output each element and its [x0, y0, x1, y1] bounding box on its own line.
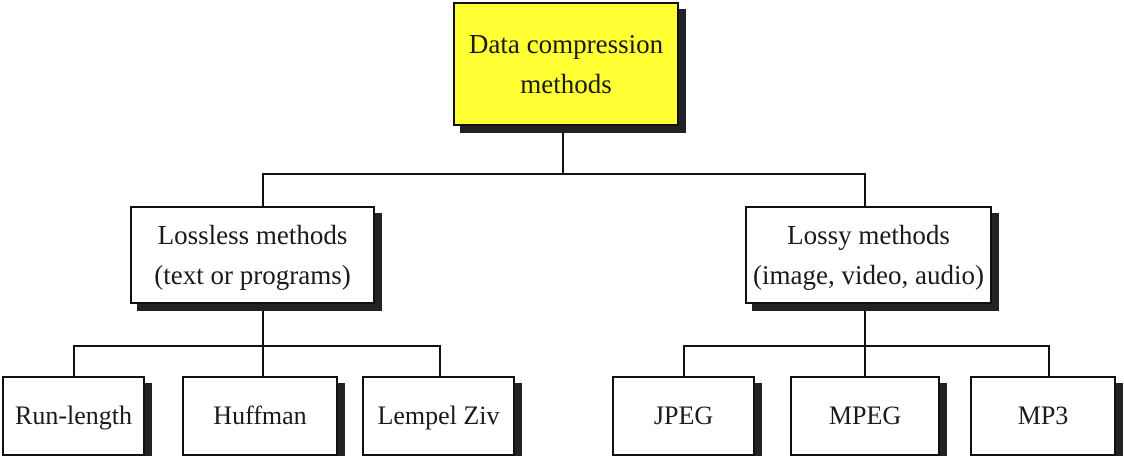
- huffman-node: Huffman: [182, 376, 338, 456]
- jpeg-label: JPEG: [653, 401, 714, 430]
- run-length-label: Run-length: [15, 401, 132, 430]
- lossy-methods-label: Lossy methods (image, video, audio): [753, 220, 984, 290]
- mp3-drop-line: [1048, 345, 1050, 377]
- lempel-ziv-node: Lempel Ziv: [362, 376, 515, 456]
- lossless-methods-node: Lossless methods (text or programs): [130, 206, 375, 304]
- huffman-label: Huffman: [213, 401, 307, 430]
- mp3-node: MP3: [970, 376, 1116, 456]
- lossy-drop-line: [864, 173, 866, 207]
- run-length-node: Run-length: [2, 376, 145, 456]
- mpeg-node: MPEG: [790, 376, 940, 456]
- run-length-drop-line: [73, 345, 75, 377]
- mpeg-drop-line: [864, 345, 866, 377]
- lossless-stem-line: [262, 304, 264, 346]
- lossy-horizontal-line: [683, 345, 1050, 347]
- jpeg-node: JPEG: [612, 376, 755, 456]
- mpeg-label: MPEG: [828, 401, 902, 430]
- root-stem-line: [562, 126, 564, 174]
- root-node-label: Data compression methods: [468, 29, 664, 99]
- lempel-ziv-drop-line: [439, 345, 441, 377]
- lossy-stem-line: [864, 304, 866, 346]
- lossless-drop-line: [262, 173, 264, 207]
- mp3-label: MP3: [1017, 401, 1069, 430]
- lempel-ziv-label: Lempel Ziv: [377, 401, 500, 430]
- lossless-methods-label: Lossless methods (text or programs): [154, 220, 351, 290]
- root-node-data-compression-methods: Data compression methods: [453, 2, 679, 126]
- jpeg-drop-line: [683, 345, 685, 377]
- lossless-horizontal-line: [73, 345, 441, 347]
- lossy-methods-node: Lossy methods (image, video, audio): [745, 206, 992, 304]
- level2-horizontal-line: [262, 173, 866, 175]
- huffman-drop-line: [262, 345, 264, 377]
